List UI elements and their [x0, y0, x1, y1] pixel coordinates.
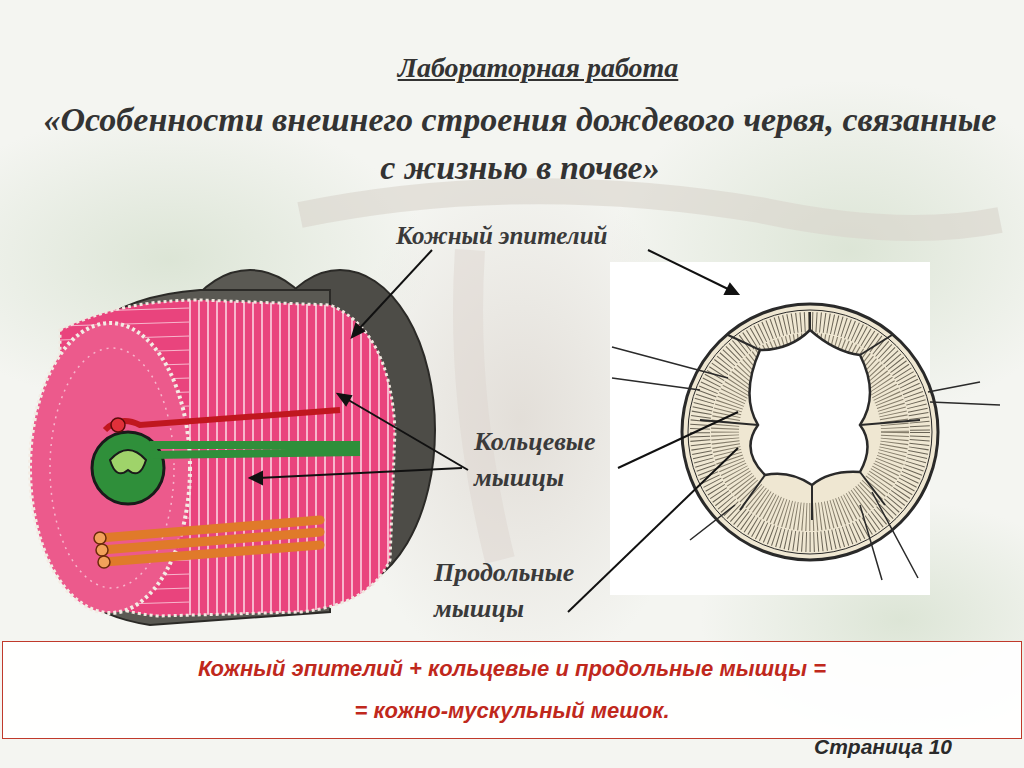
formula-text: Кожный эпителий + кольцевые и продольные…	[198, 656, 826, 682]
formula-text: = кожно-мускульный мешок.	[354, 698, 669, 724]
part-label: Продольные мышцы	[434, 555, 604, 628]
formula-box: Кожный эпителий + кольцевые и продольные…	[2, 641, 1022, 739]
cross-section	[610, 262, 1000, 595]
subtitle: «Особенности внешнего строения дождевого…	[40, 96, 1000, 191]
background-worm	[468, 250, 500, 560]
title: Лабораторная работа	[0, 52, 1024, 84]
part-label: Кольцевые мышцы	[474, 424, 624, 497]
part-label: Кожный эпителий	[396, 218, 696, 253]
leader-lines	[250, 250, 738, 612]
worm-segment	[30, 270, 435, 625]
